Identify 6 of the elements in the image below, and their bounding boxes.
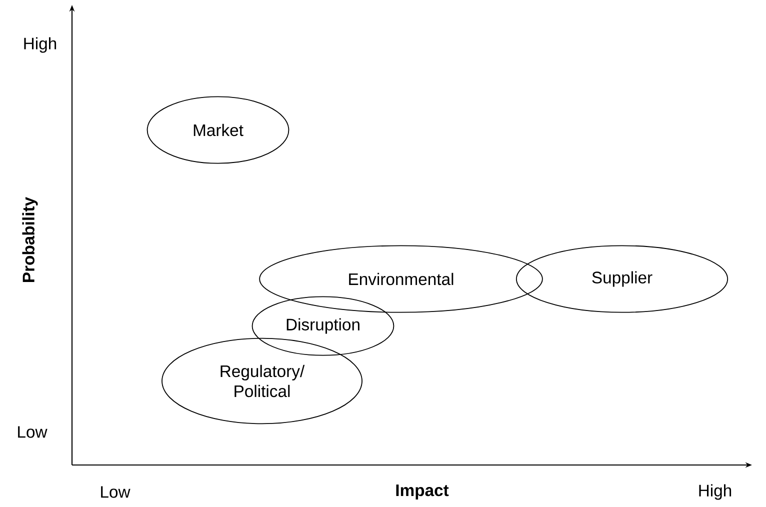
axis-label: High: [24, 37, 56, 53]
axis-title: Probability: [22, 197, 38, 282]
axis-label: High: [699, 484, 732, 500]
axis-title: Impact: [396, 484, 449, 500]
axis-label: Low: [101, 486, 130, 498]
axis-label: Low: [18, 426, 48, 438]
